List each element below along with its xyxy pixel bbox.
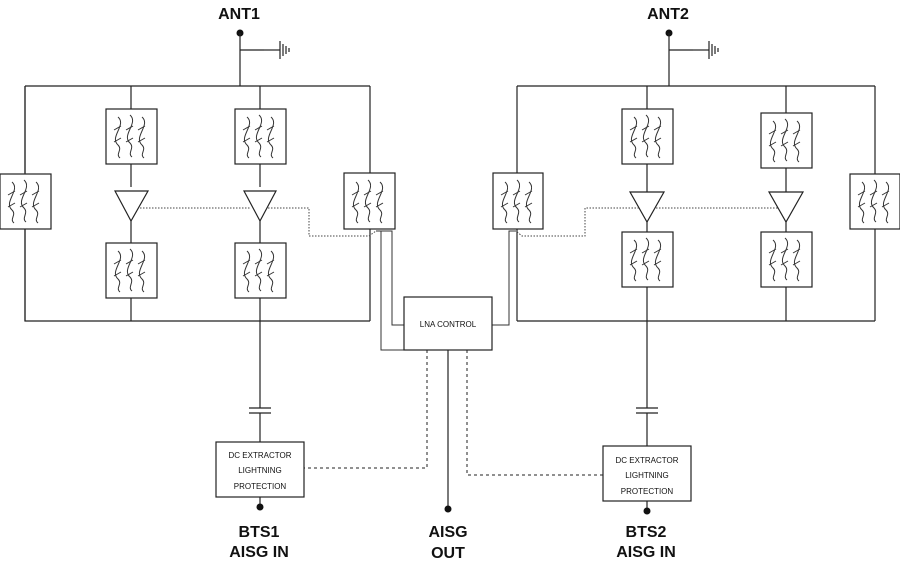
dc-extractor-line2: LIGHTNING xyxy=(238,466,282,475)
bts2-port-dot xyxy=(643,507,651,515)
ground-icon xyxy=(240,40,290,60)
antenna-icon xyxy=(236,29,244,86)
ant1-label: ANT1 xyxy=(218,6,260,23)
ant2-label: ANT2 xyxy=(647,6,689,23)
filter-icon xyxy=(343,172,396,230)
dc-extractor-box-2: DC EXTRACTOR LIGHTNING PROTECTION xyxy=(602,445,692,502)
filter-icon xyxy=(492,172,544,230)
filter-icon xyxy=(621,108,674,165)
dc-extractor-line3: PROTECTION xyxy=(234,482,287,491)
filter-icon xyxy=(234,242,287,299)
aisg-out-port-dot xyxy=(444,505,452,513)
amplifier-icon xyxy=(767,191,805,224)
bts2-label: BTS2 xyxy=(626,524,667,541)
aisg-label: AISG xyxy=(428,524,467,541)
left-tma-unit: DC EXTRACTOR LIGHTNING PROTECTION xyxy=(0,29,396,511)
bts1-label: BTS1 xyxy=(239,524,280,541)
filter-icon xyxy=(234,108,287,165)
amplifier-icon xyxy=(628,191,666,224)
filter-icon xyxy=(0,173,52,230)
amplifier-icon xyxy=(243,190,277,223)
bts2-aisg-in-label: AISG IN xyxy=(616,544,676,561)
dc-extractor-line1: DC EXTRACTOR xyxy=(229,451,292,460)
left-frame xyxy=(24,85,371,322)
capacitor-icon xyxy=(249,407,271,414)
dc-extractor-line3: PROTECTION xyxy=(621,487,674,496)
dc-extractor-line2: LIGHTNING xyxy=(625,471,669,480)
filter-icon xyxy=(760,231,813,288)
filter-icon xyxy=(849,173,900,230)
filter-icon xyxy=(105,108,158,165)
lna-control-block: LNA CONTROL xyxy=(304,230,603,513)
filter-icon xyxy=(621,231,674,288)
aisg-out-label: OUT xyxy=(431,545,465,562)
dc-extractor-box-1: DC EXTRACTOR LIGHTNING PROTECTION xyxy=(215,441,305,498)
filter-icon xyxy=(105,242,158,299)
filter-icon xyxy=(760,112,813,169)
capacitor-icon xyxy=(636,407,658,414)
right-tma-unit: DC EXTRACTOR LIGHTNING PROTECTION xyxy=(492,29,900,515)
dc-extractor-line1: DC EXTRACTOR xyxy=(616,456,679,465)
ground-icon xyxy=(669,40,719,60)
antenna-icon xyxy=(665,29,673,86)
amplifier-icon xyxy=(114,190,150,223)
bts1-aisg-in-label: AISG IN xyxy=(229,544,289,561)
lna-control-label: LNA CONTROL xyxy=(420,320,477,329)
bts1-port-dot xyxy=(256,503,264,511)
